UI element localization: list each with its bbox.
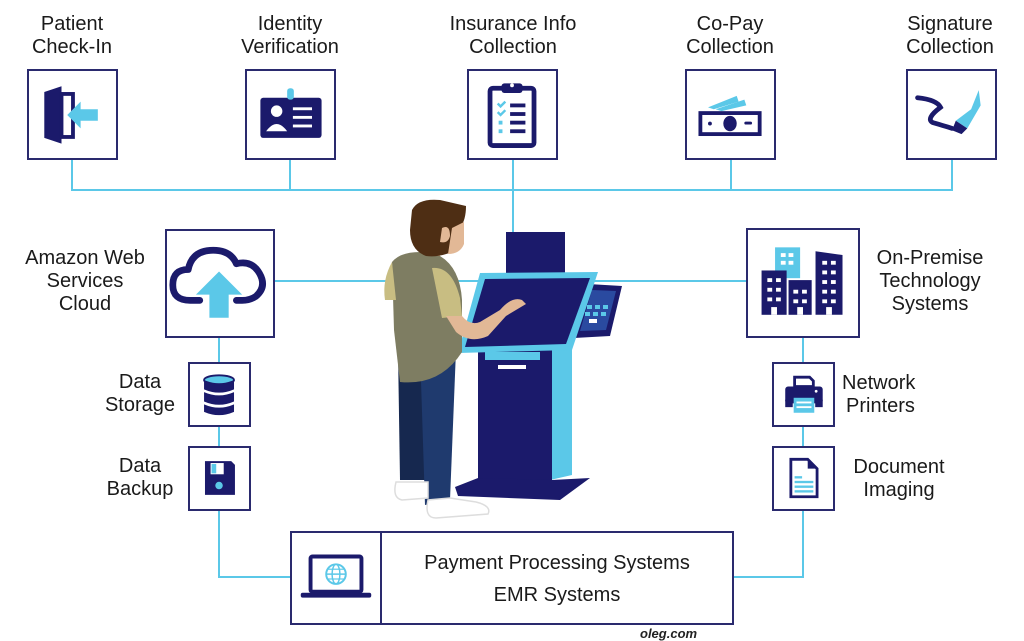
node-identity-verification[interactable] xyxy=(245,69,336,160)
node-document-imaging[interactable] xyxy=(772,446,835,511)
person-shoe-back xyxy=(394,481,429,501)
label-on-premise: On-Premise Technology Systems xyxy=(876,247,984,315)
node-co-pay-collection[interactable] xyxy=(685,69,776,160)
database-icon xyxy=(203,374,235,416)
label-signature-collection: Signature Collection xyxy=(906,13,994,58)
label-patient-check-in: Patient Check-In xyxy=(31,13,113,58)
kiosk-base xyxy=(455,478,590,500)
person-arm xyxy=(446,299,526,340)
laptop-globe-icon xyxy=(300,554,372,598)
node-network-printers[interactable] xyxy=(772,362,835,427)
buildings-icon xyxy=(761,247,843,315)
floppy-disk-icon xyxy=(204,461,235,495)
label-identity-verification: Identity Verification xyxy=(241,13,339,58)
label-data-storage: Data Storage xyxy=(104,371,176,416)
label-data-backup: Data Backup xyxy=(106,455,174,500)
node-insurance-info-collection[interactable] xyxy=(467,69,558,160)
kiosk-body xyxy=(478,345,552,490)
person-sleeve-back xyxy=(384,262,396,300)
kiosk-card-slot xyxy=(498,365,526,369)
label-co-pay-collection: Co-Pay Collection xyxy=(686,13,774,58)
node-signature-collection[interactable] xyxy=(906,69,997,160)
kiosk-screen xyxy=(465,278,590,347)
person-sleeve-front xyxy=(432,267,462,318)
node-on-premise[interactable] xyxy=(746,228,860,338)
kiosk-top-panel xyxy=(506,232,565,276)
document-icon xyxy=(789,457,819,499)
label-aws-cloud: Amazon Web Services Cloud xyxy=(25,247,145,315)
bottom-box-divider xyxy=(380,533,382,623)
id-badge-icon xyxy=(260,88,322,138)
label-network-printers: Network Printers xyxy=(842,372,916,417)
signature-pen-icon xyxy=(915,90,981,135)
person-ear xyxy=(440,227,450,243)
right-chain-line xyxy=(734,338,804,578)
node-data-backup[interactable] xyxy=(188,446,251,511)
node-aws-cloud[interactable] xyxy=(165,229,275,338)
node-data-storage[interactable] xyxy=(188,362,251,427)
person-shoe-front xyxy=(426,497,490,519)
node-patient-check-in[interactable] xyxy=(27,69,118,160)
printer-icon xyxy=(785,375,823,413)
person-face xyxy=(448,222,464,254)
person-leg-front xyxy=(420,350,456,505)
watermark: oleg.com xyxy=(640,626,698,641)
cloud-upload-icon xyxy=(169,246,266,318)
kiosk-side xyxy=(550,335,572,480)
left-chain-line xyxy=(218,337,290,578)
label-insurance-info-collection: Insurance Info Collection xyxy=(449,13,577,58)
door-enter-icon xyxy=(44,86,98,144)
clipboard-checklist-icon xyxy=(487,83,537,148)
cash-bill-icon xyxy=(698,95,762,137)
kiosk-card-slot-frame xyxy=(485,352,540,360)
emr-systems-label: EMR Systems xyxy=(493,584,621,606)
person-leg-back xyxy=(398,350,428,480)
label-document-imaging: Document Imaging xyxy=(853,456,945,501)
node-payment-emr-systems[interactable]: Payment Processing Systems EMR Systems xyxy=(290,531,734,625)
payment-processing-label: Payment Processing Systems xyxy=(424,552,690,574)
